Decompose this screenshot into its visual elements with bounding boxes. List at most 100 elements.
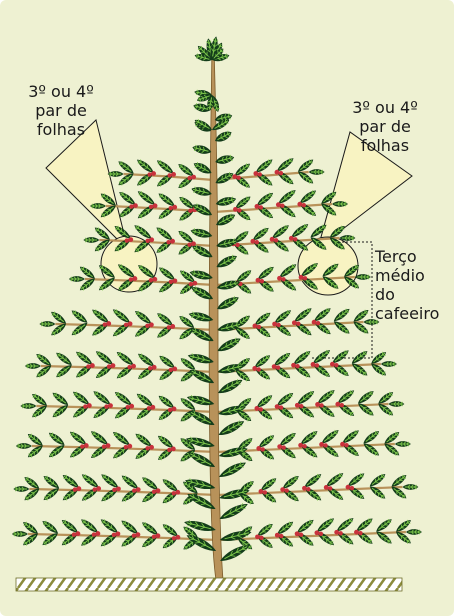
leaf bbox=[41, 531, 60, 548]
coffee-berry bbox=[171, 446, 176, 451]
coffee-berry bbox=[172, 406, 177, 411]
coffee-berry bbox=[276, 365, 280, 369]
coffee-berry bbox=[131, 364, 136, 369]
right-callout-circle bbox=[298, 237, 358, 295]
coffee-berry bbox=[76, 486, 81, 491]
coffee-berry bbox=[169, 206, 173, 210]
coffee-berry bbox=[104, 404, 108, 408]
coffee-berry bbox=[334, 363, 338, 367]
coffee-berry bbox=[255, 240, 259, 244]
coffee-berry bbox=[275, 533, 280, 538]
coffee-berry bbox=[279, 534, 283, 538]
leaf bbox=[395, 441, 411, 447]
coffee-berry bbox=[319, 532, 323, 536]
coffee-berry bbox=[258, 172, 262, 176]
coffee-berry bbox=[171, 172, 176, 177]
coffee-berry bbox=[172, 366, 177, 371]
leaf bbox=[362, 429, 381, 446]
coffee-berry bbox=[297, 202, 302, 207]
coffee-berry bbox=[254, 406, 259, 411]
coffee-berry bbox=[152, 490, 156, 494]
leaf bbox=[41, 519, 60, 536]
coffee-berry bbox=[84, 443, 89, 448]
coffee-berry bbox=[303, 276, 307, 280]
coffee-berry bbox=[299, 275, 304, 280]
coffee-berry bbox=[298, 443, 303, 448]
coffee-berry bbox=[128, 237, 133, 242]
leaf bbox=[54, 350, 73, 367]
coffee-berry bbox=[235, 243, 239, 247]
coffee-berry bbox=[284, 488, 288, 492]
soil-line bbox=[16, 578, 402, 591]
leaf bbox=[42, 486, 61, 503]
coffee-berry bbox=[189, 282, 193, 286]
middle-third-label: Terço médio do cafeeiro bbox=[375, 247, 453, 323]
coffee-berry bbox=[252, 323, 257, 328]
coffee-berry bbox=[175, 490, 180, 495]
coffee-berry bbox=[335, 402, 340, 407]
leaf bbox=[42, 474, 61, 491]
coffee-berry bbox=[192, 281, 197, 286]
coffee-berry bbox=[277, 444, 282, 449]
leaf bbox=[350, 349, 369, 366]
coffee-berry bbox=[280, 487, 285, 492]
coffee-berry bbox=[108, 403, 113, 408]
coffee-berry bbox=[124, 445, 128, 449]
coffee-berry bbox=[86, 364, 90, 368]
coffee-berry bbox=[187, 243, 191, 247]
coffee-berry bbox=[237, 208, 241, 212]
coffee-berry bbox=[314, 530, 319, 535]
leaf bbox=[374, 517, 393, 534]
coffee-berry bbox=[250, 239, 255, 244]
coffee-berry bbox=[87, 403, 92, 408]
coffee-berry bbox=[103, 322, 107, 326]
coffee-berry bbox=[111, 363, 116, 368]
coffee-berry bbox=[132, 276, 137, 281]
coffee-berry bbox=[168, 408, 172, 412]
coffee-berry bbox=[292, 320, 297, 325]
coffee-berry bbox=[312, 320, 317, 325]
leaf bbox=[406, 529, 422, 535]
coffee-berry bbox=[129, 277, 133, 281]
coffee-berry bbox=[334, 530, 339, 535]
leaf bbox=[368, 484, 387, 501]
coffee-berry bbox=[128, 321, 133, 326]
coffee-berry bbox=[116, 531, 121, 536]
coffee-berry bbox=[319, 442, 324, 447]
coffee-berry bbox=[257, 367, 261, 371]
branch bbox=[217, 428, 411, 464]
coffee-berry bbox=[124, 323, 128, 327]
coffee-berry bbox=[129, 204, 133, 208]
coffee-berry bbox=[147, 172, 151, 176]
leaf bbox=[25, 363, 41, 369]
leaf bbox=[12, 531, 28, 537]
coffee-berry bbox=[150, 405, 155, 410]
leaf bbox=[51, 390, 70, 407]
coffee-berry bbox=[253, 171, 258, 176]
leaf bbox=[388, 401, 404, 407]
leaf bbox=[217, 418, 246, 439]
coffee-berry bbox=[145, 446, 149, 450]
coffee-berry bbox=[170, 239, 175, 244]
coffee-berry bbox=[295, 364, 299, 368]
coffee-berry bbox=[73, 487, 77, 491]
coffee-berry bbox=[291, 363, 296, 368]
coffee-berry bbox=[116, 486, 121, 491]
coffee-berry bbox=[340, 442, 345, 447]
coffee-berry bbox=[149, 322, 154, 327]
coffee-berry bbox=[306, 487, 310, 491]
coffee-berry bbox=[272, 364, 277, 369]
coffee-berry bbox=[358, 531, 362, 535]
coffee-berry bbox=[296, 322, 300, 326]
coffee-berry bbox=[279, 405, 283, 409]
leaf bbox=[83, 237, 99, 243]
coffee-berry bbox=[80, 444, 84, 448]
coffee-berry bbox=[149, 237, 154, 242]
coffee-berry bbox=[151, 171, 156, 176]
coffee-berry bbox=[129, 404, 134, 409]
coffee-berry bbox=[90, 363, 95, 368]
coffee-berry bbox=[259, 489, 264, 494]
coffee-berry bbox=[275, 404, 280, 409]
leaf bbox=[215, 294, 240, 312]
branch bbox=[39, 307, 215, 341]
